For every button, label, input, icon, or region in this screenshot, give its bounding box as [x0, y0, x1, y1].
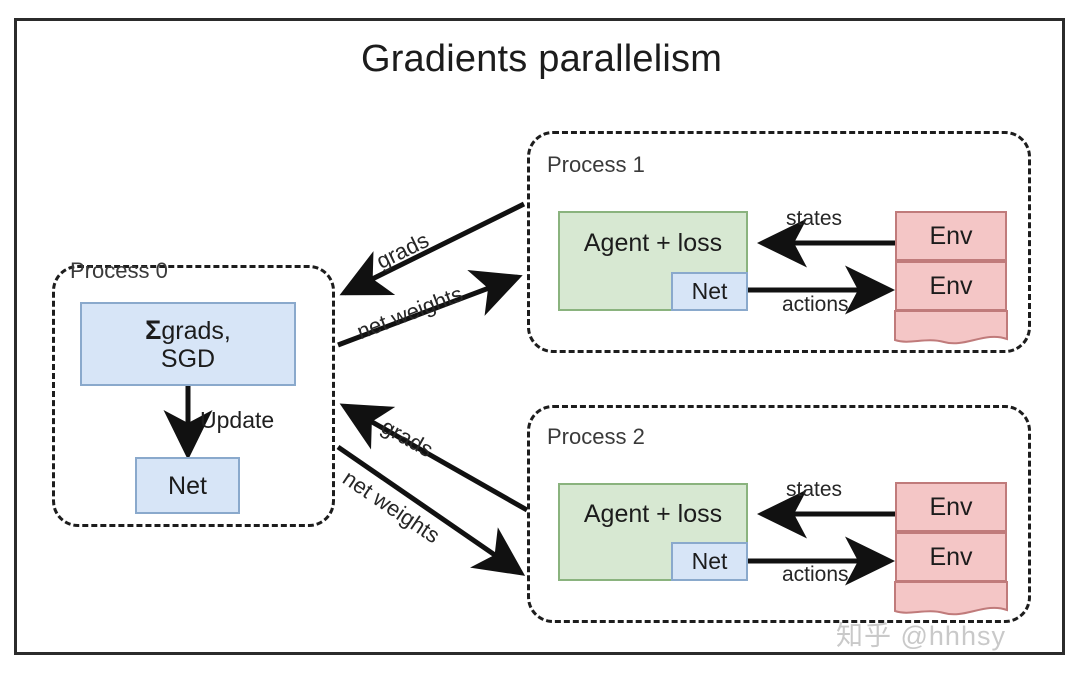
process-2-label: Process 2: [547, 424, 645, 449]
watermark: 知乎 @hhhsy: [836, 621, 1006, 651]
sigma-symbol: Σ: [145, 314, 162, 345]
process1-net-block: Net: [671, 272, 748, 311]
sum-grads-sgd-block: Σ grads, SGD: [80, 302, 296, 386]
process-1-label: Process 1: [547, 152, 645, 177]
figure-title: Gradients parallelism: [360, 38, 723, 80]
update-label: Update: [200, 407, 275, 433]
process2-env-block-1: Env: [895, 482, 1007, 532]
process2-actions-label: actions: [782, 563, 849, 586]
process2-env-block-2: Env: [895, 532, 1007, 582]
process0-net-block: Net: [135, 457, 240, 514]
process1-states-label: states: [786, 207, 843, 230]
process1-env-block-1: Env: [895, 211, 1007, 261]
process1-env-block-2: Env: [895, 261, 1007, 311]
process-2-container: [527, 405, 1031, 623]
process2-net-block: Net: [671, 542, 748, 581]
process1-actions-label: actions: [782, 293, 849, 316]
process-1-container: [527, 131, 1031, 353]
process2-agent-label: Agent + loss: [583, 500, 723, 528]
process-0-label: Process 0: [70, 258, 168, 283]
sgd-text: SGD: [160, 345, 216, 374]
sum-grads-text: grads,: [161, 316, 231, 345]
process-0-container: [52, 265, 335, 527]
process2-states-label: states: [786, 478, 843, 501]
process1-agent-label: Agent + loss: [583, 229, 723, 257]
